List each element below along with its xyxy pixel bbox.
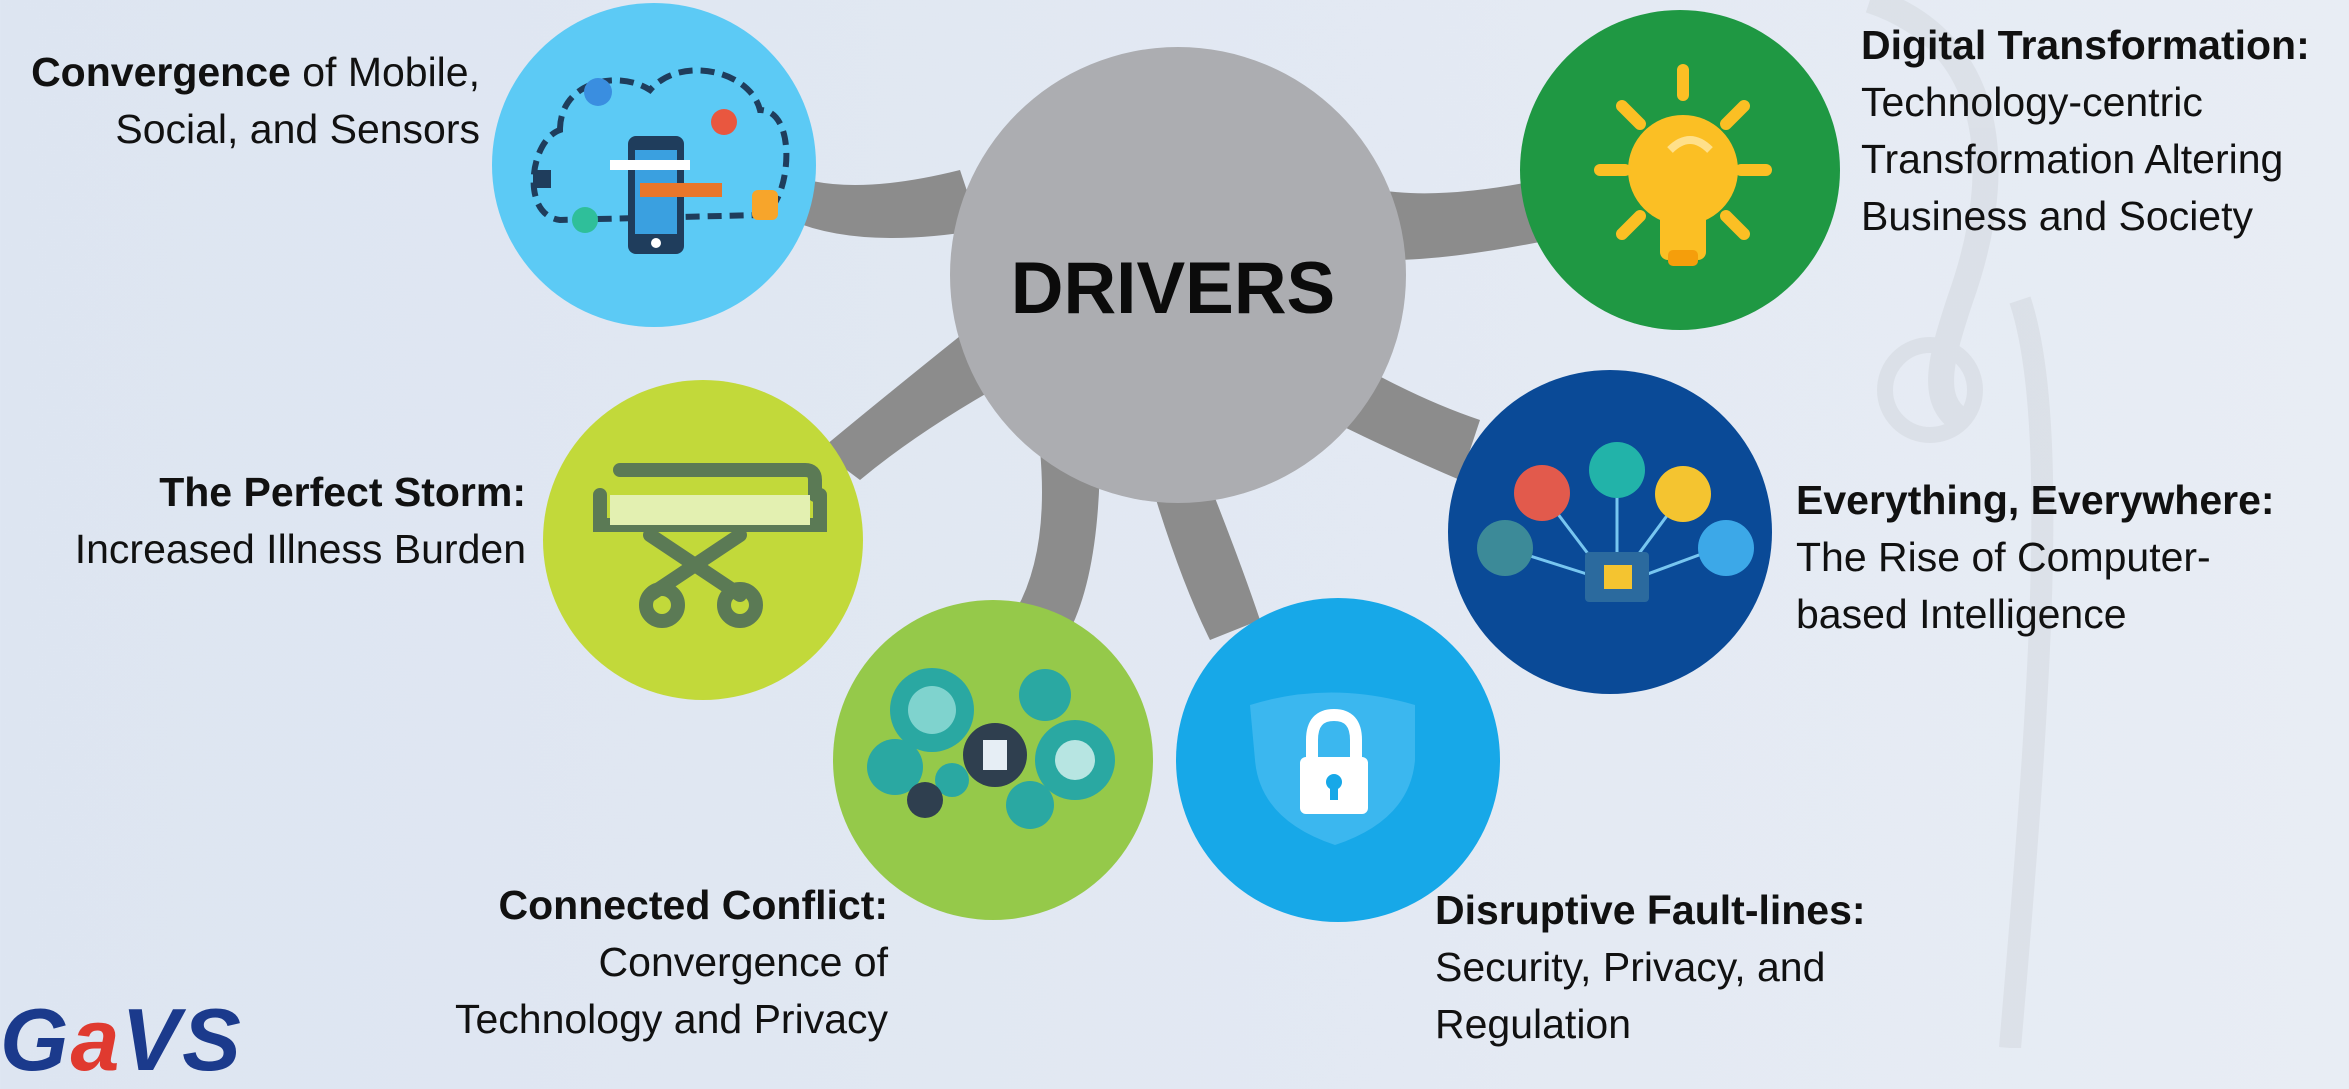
label-connected-conflict: Connected Conflict: Convergence of Techn… bbox=[455, 877, 888, 1048]
spoke-digital bbox=[1380, 180, 1550, 260]
label-disruptive-line1: Security, Privacy, and bbox=[1435, 944, 1826, 990]
label-connected-conflict-line1: Convergence of bbox=[598, 939, 888, 985]
drivers-hub bbox=[950, 47, 1406, 503]
hub-title: DRIVERS bbox=[1011, 248, 1336, 329]
label-disruptive-line2: Regulation bbox=[1435, 1001, 1632, 1047]
node-disruptive bbox=[1176, 598, 1500, 922]
label-perfect-storm: The Perfect Storm: Increased Illness Bur… bbox=[75, 464, 526, 578]
label-everything-line2: based Intelligence bbox=[1796, 591, 2127, 637]
label-digital-title: Digital Transformation: bbox=[1861, 22, 2310, 68]
padlock-icon bbox=[1250, 692, 1415, 845]
label-convergence: Convergence of Mobile, Social, and Senso… bbox=[31, 44, 480, 158]
node-everything bbox=[1448, 370, 1772, 694]
label-convergence-bold: Convergence bbox=[31, 49, 291, 95]
label-convergence-line1: Convergence of Mobile, bbox=[31, 44, 480, 101]
drivers-diagram: DRIVERS bbox=[492, 0, 2349, 1048]
label-disruptive: Disruptive Fault-lines: Security, Privac… bbox=[1435, 882, 1866, 1053]
logo-g: G bbox=[0, 990, 71, 1089]
spoke-perfect-storm bbox=[820, 320, 1010, 480]
label-digital: Digital Transformation: Technology-centr… bbox=[1861, 17, 2310, 245]
label-convergence-line2: Social, and Sensors bbox=[115, 106, 480, 152]
label-digital-line2: Transformation Altering bbox=[1861, 136, 2284, 182]
spoke-disruptive bbox=[1150, 460, 1260, 640]
label-connected-conflict-line2: Technology and Privacy bbox=[454, 996, 888, 1042]
label-disruptive-title: Disruptive Fault-lines: bbox=[1435, 887, 1866, 933]
logo-vs: VS bbox=[121, 990, 243, 1089]
gears-icon bbox=[867, 668, 1115, 829]
node-perfect-storm bbox=[543, 380, 863, 700]
label-perfect-storm-title: The Perfect Storm: bbox=[159, 469, 526, 515]
label-digital-line3: Business and Society bbox=[1861, 193, 2254, 239]
network-chip-icon bbox=[1477, 442, 1754, 602]
label-connected-conflict-title: Connected Conflict: bbox=[498, 882, 888, 928]
label-digital-line1: Technology-centric bbox=[1861, 79, 2203, 125]
node-connected-conflict bbox=[833, 600, 1153, 920]
spoke-connected bbox=[1010, 450, 1100, 630]
hospital-stretcher-icon bbox=[593, 463, 827, 628]
label-convergence-rest: of Mobile, bbox=[290, 49, 480, 95]
node-digital bbox=[1520, 10, 1840, 330]
mobile-social-icon bbox=[530, 67, 790, 254]
label-everything-title: Everything, Everywhere: bbox=[1796, 477, 2275, 523]
spoke-convergence bbox=[780, 170, 980, 238]
label-everything: Everything, Everywhere: The Rise of Comp… bbox=[1796, 472, 2275, 643]
label-perfect-storm-desc: Increased Illness Burden bbox=[74, 526, 526, 572]
lightbulb-icon bbox=[1594, 64, 1772, 266]
background-decoration bbox=[1865, 0, 2349, 1048]
label-everything-line1: The Rise of Computer- bbox=[1796, 534, 2211, 580]
node-convergence bbox=[492, 3, 816, 327]
logo-a: a bbox=[70, 990, 122, 1089]
gavs-logo: GaVS bbox=[0, 995, 243, 1085]
